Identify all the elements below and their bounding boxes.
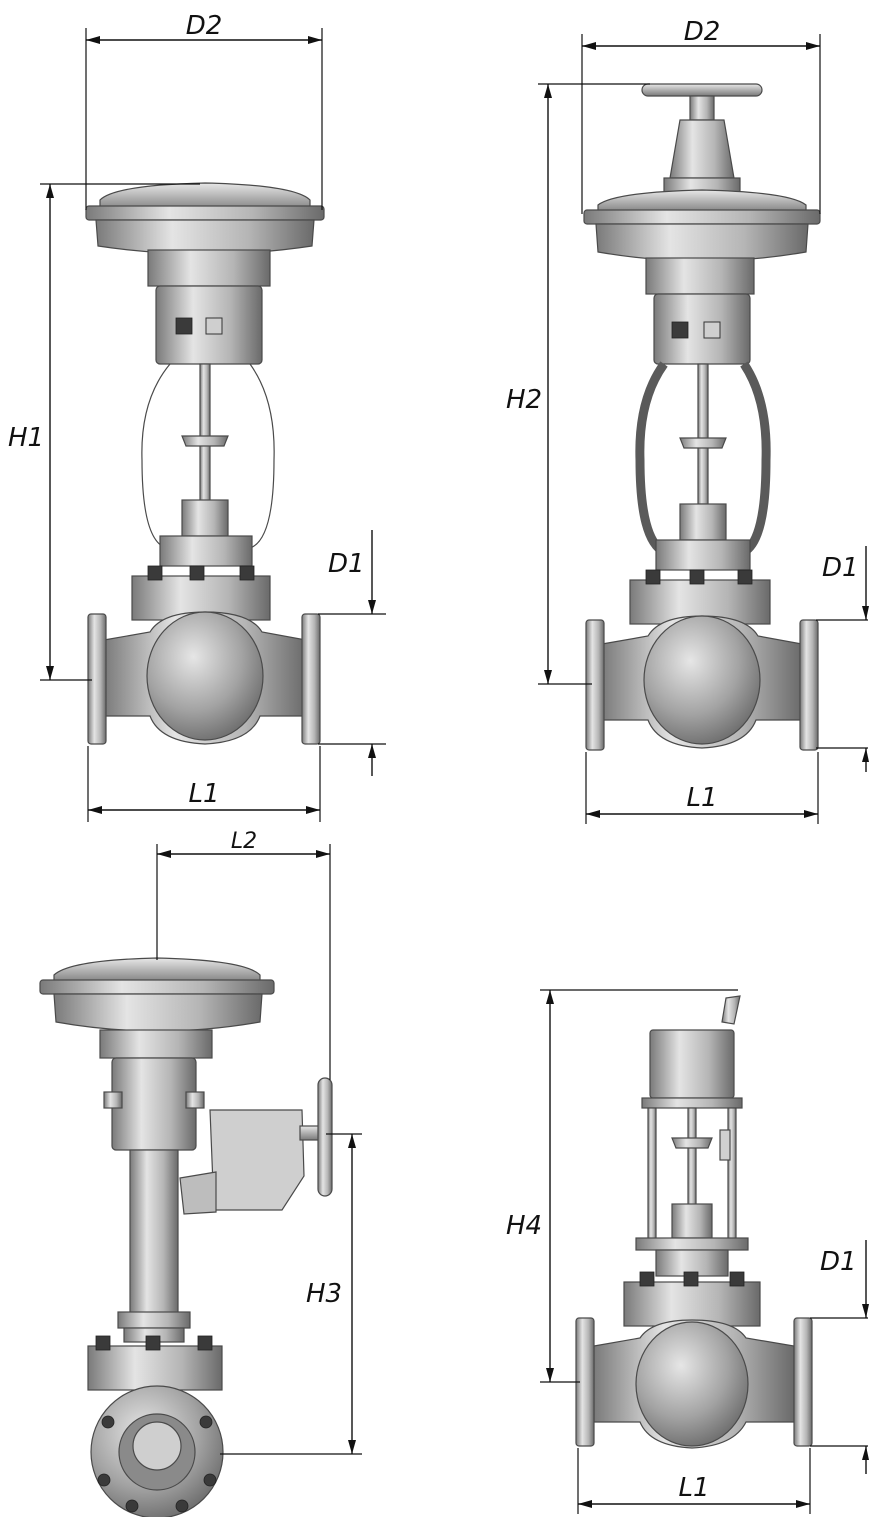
label-h4: H4 xyxy=(506,1211,542,1241)
dimension-d2-view-2: D2 xyxy=(581,17,821,214)
label-h3: H3 xyxy=(306,1279,342,1309)
label-l1-view-2: L1 xyxy=(686,783,717,813)
label-l1-view-1: L1 xyxy=(188,779,219,809)
valve-view-4 xyxy=(575,995,813,1449)
dimension-l1-view-2: L1 xyxy=(585,752,819,824)
dimension-l1-view-1: L1 xyxy=(87,746,321,822)
label-l1-view-4: L1 xyxy=(678,1473,709,1503)
label-h2: H2 xyxy=(506,385,542,415)
dimension-d1-view-1: D1 xyxy=(318,530,386,776)
dimension-h3: H3 xyxy=(220,1133,362,1455)
label-d2-view-1: D2 xyxy=(186,11,223,41)
valve-view-1 xyxy=(85,182,325,745)
label-d1-view-4: D1 xyxy=(820,1247,857,1277)
label-d1-view-1: D1 xyxy=(328,549,365,579)
dimension-l2: L2 xyxy=(156,829,331,1080)
label-l2: L2 xyxy=(231,829,257,854)
label-d2-view-2: D2 xyxy=(684,17,721,47)
valve-view-3 xyxy=(39,957,333,1517)
dimension-h2: H2 xyxy=(506,83,650,685)
dimension-l1-view-4: L1 xyxy=(577,1448,811,1514)
label-h1: H1 xyxy=(8,423,44,453)
label-d1-view-2: D1 xyxy=(822,553,859,583)
dimension-h1: H1 xyxy=(8,183,200,681)
dimension-d2-view-1: D2 xyxy=(85,11,323,210)
valve-view-2 xyxy=(583,83,821,751)
dimension-h4: H4 xyxy=(506,989,738,1383)
dimension-d1-view-2: D1 xyxy=(816,546,869,772)
dimension-d1-view-4: D1 xyxy=(810,1240,869,1474)
